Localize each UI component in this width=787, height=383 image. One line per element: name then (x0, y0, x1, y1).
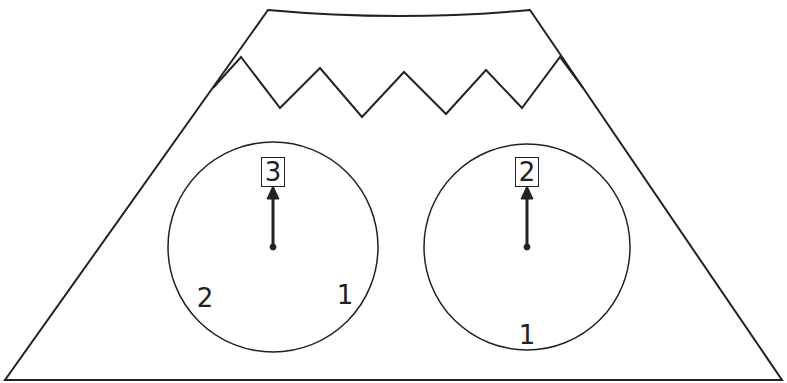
dial-circle: 3 2 1 (167, 141, 379, 353)
dial-circle: 21 (423, 143, 631, 351)
dial-number: 1 (337, 282, 354, 308)
dial-number: 1 (519, 322, 536, 348)
snow-line (213, 57, 583, 117)
dial-number: 2 (197, 285, 214, 311)
mountain-outline (5, 10, 782, 380)
boxed-number: 2 (515, 157, 540, 187)
pointer-arrows (267, 186, 533, 250)
boxed-number: 3 (261, 157, 286, 187)
